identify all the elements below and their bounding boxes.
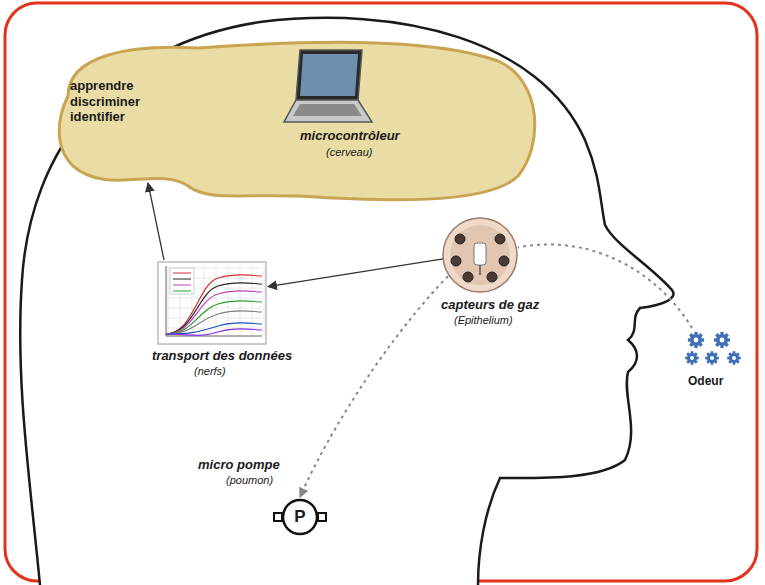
- function-list: apprendre discriminer identifier: [70, 78, 162, 125]
- analogy-label: (poumon): [226, 474, 273, 487]
- part-name: microcontrôleur: [300, 128, 400, 144]
- analogy-label: (Epithelium): [454, 314, 513, 327]
- signal-chart: transport des données(nerfs): [158, 262, 266, 344]
- analogy-label: (cerveau): [326, 146, 372, 159]
- dotted-connector: [518, 244, 692, 328]
- analogy-label: (nerfs): [194, 365, 226, 378]
- arrow-connector: [268, 259, 443, 287]
- part-name: transport des données: [152, 348, 292, 364]
- part-name: micro pompe: [198, 457, 280, 473]
- signal-chart-drawing: [158, 262, 266, 344]
- sensor-circle: capteurs de gaz(Epithelium): [442, 217, 518, 293]
- arrow-connector: [148, 183, 164, 260]
- brain-region: [59, 42, 535, 199]
- laptop-icon: [284, 50, 372, 122]
- sensor-circle-drawing: [442, 217, 518, 293]
- pump-symbol: Pmicro pompe(poumon): [282, 499, 318, 535]
- input-label: Odeur: [688, 374, 723, 388]
- part-name: capteurs de gaz: [441, 297, 539, 313]
- brain-region: apprendre discriminer identifier microcon…: [48, 36, 543, 211]
- pump-letter: P: [282, 507, 318, 527]
- dotted-connector: [300, 276, 448, 497]
- head-silhouette: [20, 18, 673, 585]
- odor-icon: Odeur: [684, 330, 750, 392]
